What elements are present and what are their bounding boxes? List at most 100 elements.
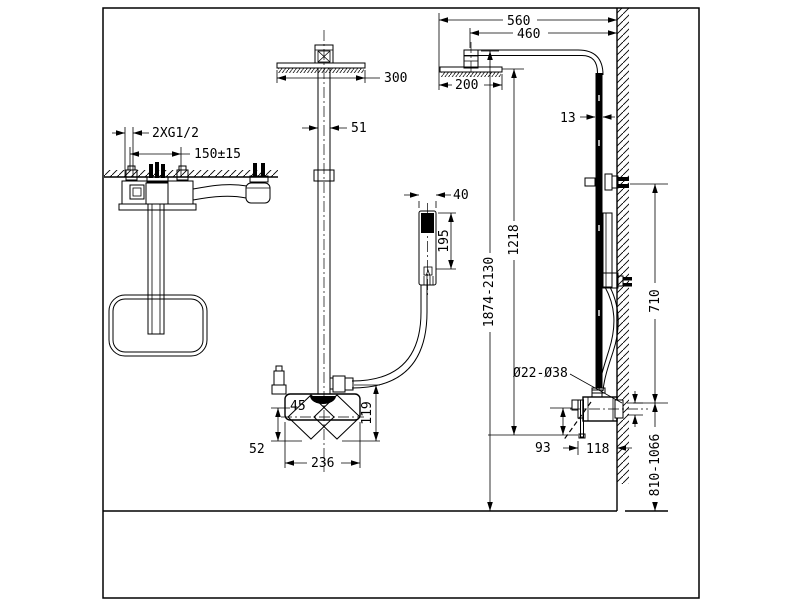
dim-valve-height: 810-1066 [648,434,663,497]
dim-overall-height: 1874-2130 [482,257,497,327]
hose-outer [351,285,422,382]
outlet-arm-bottom [192,195,247,201]
holder-bolt-1 [623,277,632,281]
wall-hatch [104,170,278,177]
hand-shower-nozzle [423,266,433,276]
dim-handshower-length: 195 [437,229,452,252]
head-fitting-detail [315,49,333,63]
arrow [632,394,638,403]
riser-pipe [317,68,331,394]
dim-outlet-drop: 93 [535,441,551,456]
dim-inlet-spacing: 150±15 [194,147,241,162]
screw-1 [149,164,153,178]
arrow [116,130,125,136]
arrow [285,460,294,466]
valve-body-front [284,393,361,421]
hose-elbow [245,182,271,204]
arrow [511,426,517,435]
arrow [309,125,318,131]
arrow [652,184,658,193]
arrow [448,260,454,269]
elbow-screw-1 [253,163,257,177]
view-side: 560 460 200 13 1874-2130 1218 710 [103,8,668,512]
hose-side-2 [602,286,619,392]
screw-3 [161,164,165,178]
arrow [351,460,360,466]
dim-pipe-width: 51 [351,121,367,136]
arrow [439,82,448,88]
bracket-top-disc [611,175,619,189]
dim-overall-projection: 560 [507,14,530,29]
dim-40-lines [404,194,451,208]
dim-handle-drop: 52 [249,442,265,457]
arrow [608,30,617,36]
dim-valve-projection: 118 [586,442,609,457]
dim-head-width: 300 [384,71,407,86]
arrow [130,151,139,157]
dim-236-lines [284,422,361,468]
arrow [373,432,379,441]
view-top-detail: 2XG1/2 150±15 [104,126,278,357]
pipe-coupling [313,169,335,182]
arrow [277,75,286,81]
dim-710-lines [630,183,668,403]
head-fitting-inner [317,50,331,63]
arrow [608,17,617,23]
dim-rail-width: 13 [560,111,576,126]
head-outline-outer [108,294,208,357]
arrow [436,192,445,198]
lever-foot [578,433,586,439]
arm-outer [464,49,604,76]
arrow [275,432,281,441]
hose-inner [351,285,428,389]
arrow [439,17,448,23]
hand-shower-comb [423,268,434,285]
spout-side [571,399,579,411]
arrow [652,502,658,511]
dim-handshower-width: 40 [453,188,469,203]
arrow [602,114,612,120]
view-front: 300 51 40 195 [249,30,469,472]
drawing-border [102,7,700,599]
head-outline-inner [112,298,204,353]
arrow [172,151,181,157]
elbow-screw-base [249,175,269,183]
arrow [330,125,339,131]
lever-handle [580,399,584,438]
arrow [410,192,419,198]
shower-head-spray [278,68,364,73]
holder-disc [617,275,624,287]
arrow [560,408,566,417]
holder-bolt-2 [623,283,632,287]
hand-shower-side [602,212,613,288]
arrow [356,75,365,81]
dim-body-width: 236 [311,456,334,471]
plate-detail-inner [132,187,142,197]
dim-195-lines [436,212,456,270]
eccentric-leader [569,373,623,404]
dim-thread-size: 2XG1/2 [152,126,199,141]
screw-2 [155,162,159,178]
ext-lines-inlet [124,127,182,177]
arrow [487,51,493,60]
arrow [487,502,493,511]
dim-head-depth: 200 [455,78,478,93]
dim-1218-lines [488,68,578,436]
diverter-cap [275,365,283,372]
hose-side-1 [598,286,615,391]
bracket-top-bolt-1 [618,177,629,181]
wall-hatch-side [617,8,629,484]
arrow [275,408,281,417]
arrow [569,445,578,451]
dim-eccentric-diameter: Ø22-Ø38 [513,366,568,381]
bracket-top-bolt-2 [618,184,629,188]
bracket-top-knob [584,177,596,187]
hose-neck [344,377,354,391]
dim-bracket-span: 710 [648,289,663,312]
arrow [617,445,626,451]
dim-head-to-outlet: 1218 [507,224,522,255]
dim-arm-projection: 460 [517,27,540,42]
arrow [493,82,502,88]
